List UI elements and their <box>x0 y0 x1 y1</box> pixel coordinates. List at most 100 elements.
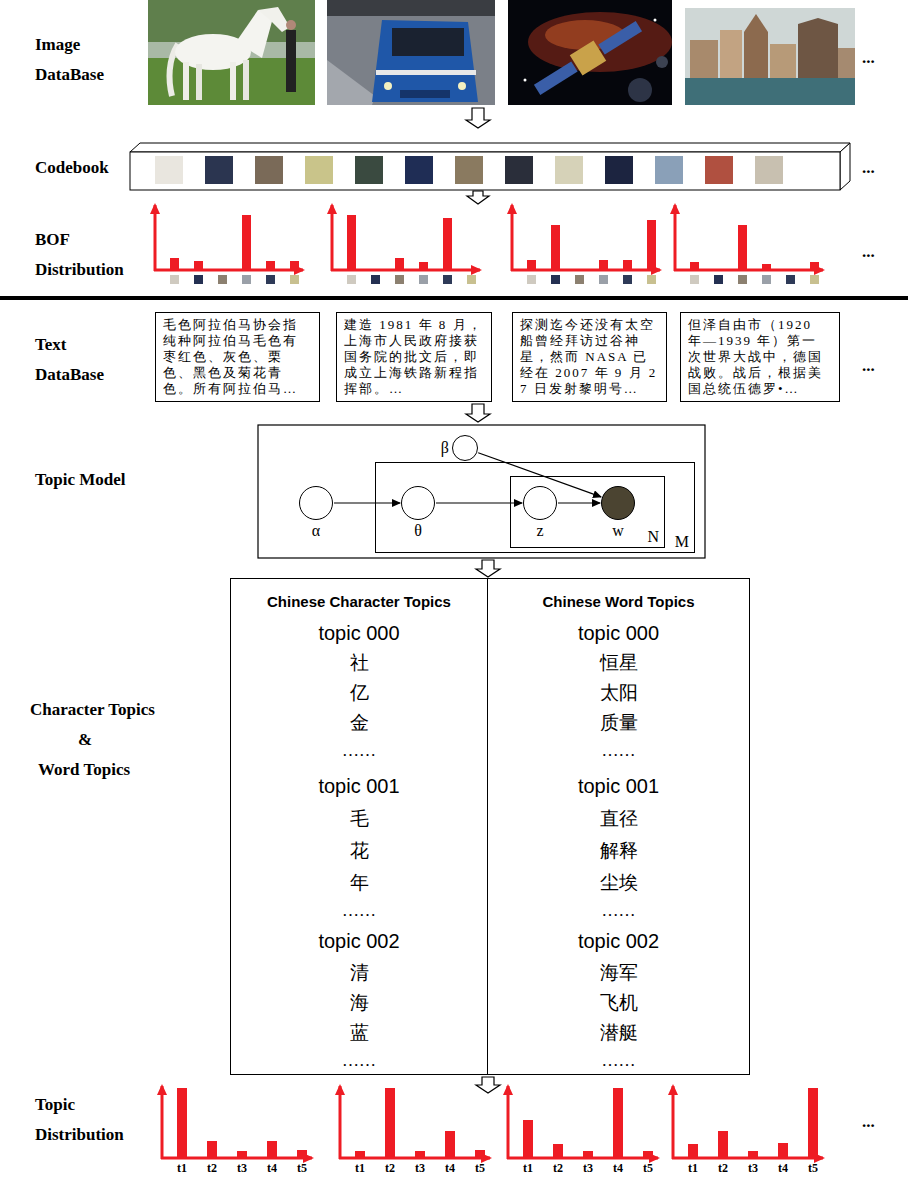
document-box: 但泽自由市（1920 年—1939 年）第一次世界大战中，德国战败。战后，根据美… <box>680 312 840 402</box>
satellite-body <box>598 21 642 54</box>
topic-entry: …… <box>488 741 749 761</box>
topic-entry: 尘埃 <box>488 870 749 896</box>
histogram-bar <box>688 1144 698 1158</box>
train-photo <box>327 0 495 105</box>
row-label: Word Topics <box>38 755 130 785</box>
codeword-icon <box>347 275 356 284</box>
topic-entry: …… <box>231 901 487 921</box>
topic-entry: 毛 <box>231 806 487 832</box>
codebook-strip <box>655 156 683 184</box>
train-photo <box>458 82 466 90</box>
topic-entry: 亿 <box>231 680 487 706</box>
variable-circle: w <box>601 486 635 520</box>
histogram-bar <box>748 1151 758 1158</box>
axis-tick-label: t5 <box>297 1161 307 1175</box>
axis-tick-label: t3 <box>748 1161 758 1175</box>
city-photo <box>685 8 855 105</box>
horse-photo <box>258 7 290 32</box>
document-box: 毛色阿拉伯马协会指纯种阿拉伯马毛色有枣红色、灰色、栗色、黑色及菊花青色。所有阿拉… <box>155 312 320 402</box>
axis-tick-label: t4 <box>778 1161 788 1175</box>
codebook-strip <box>455 156 483 184</box>
histogram-bar <box>551 225 560 270</box>
variable-circle: z <box>523 486 557 520</box>
train-photo <box>372 20 478 102</box>
codeword-icon <box>443 275 452 284</box>
topic-entry: …… <box>488 1051 749 1071</box>
histogram-bar <box>718 1131 728 1158</box>
codeword-icon <box>647 275 656 284</box>
histogram-bar <box>583 1151 593 1158</box>
histogram-bar <box>762 264 771 270</box>
city-photo <box>720 30 742 80</box>
histogram-bar <box>177 1088 187 1158</box>
city-photo <box>690 40 718 80</box>
axis-tick-label: t2 <box>385 1161 395 1175</box>
histogram-bar <box>527 260 536 270</box>
codeword-icon <box>786 275 795 284</box>
histogram-bar <box>297 1150 307 1158</box>
variable-label: z <box>536 522 543 540</box>
variable-label: w <box>612 522 624 540</box>
histogram-bar <box>475 1150 485 1158</box>
codebook-strip <box>130 152 840 190</box>
topic-entry: …… <box>231 741 487 761</box>
city-photo <box>770 44 796 80</box>
codeword-icon <box>194 275 203 284</box>
satellite-photo <box>628 78 652 102</box>
codeword-icon <box>551 275 560 284</box>
chart-axis <box>339 1086 342 1159</box>
topic-entry: 社 <box>231 650 487 676</box>
codebook-strip <box>355 156 383 184</box>
continuation-mark: ... <box>862 43 875 73</box>
codebook-strip <box>130 143 850 190</box>
variable-circle: α <box>299 486 333 520</box>
histogram-bar <box>170 258 179 270</box>
topic-column: Chinese Character Topicstopic 000社亿金……to… <box>230 578 488 1075</box>
variable-label: θ <box>414 522 422 540</box>
plate-box: MθNzw <box>375 462 695 553</box>
flow-arrow <box>476 1077 500 1093</box>
histogram-bar <box>194 261 203 270</box>
histogram-bar <box>445 1131 455 1158</box>
codeword-icon <box>575 275 584 284</box>
topic-entry: 太阳 <box>488 680 749 706</box>
chart-axis <box>161 1086 164 1159</box>
chart-axis <box>511 205 514 271</box>
plate-label: N <box>647 528 659 546</box>
topic-entry: 蓝 <box>231 1020 487 1046</box>
histogram-bar <box>810 262 819 270</box>
row-label: BOF Distribution <box>35 225 137 285</box>
codeword-icon <box>527 275 536 284</box>
topic-entry: topic 002 <box>488 930 749 953</box>
horse-photo <box>243 60 249 100</box>
flow-arrow <box>466 404 490 422</box>
codebook-strip <box>155 156 183 184</box>
axis-tick-label: t2 <box>207 1161 217 1175</box>
row-label: Image DataBase <box>35 30 137 90</box>
histogram-bar <box>613 1088 623 1158</box>
topic-entry: 飞机 <box>488 990 749 1016</box>
codeword-icon <box>467 275 476 284</box>
box-text: 建造 1981 年 8 月，上海市人民政府接获国务院的批文后，即成立上海铁路新程… <box>344 317 484 397</box>
city-photo <box>798 18 838 80</box>
topic-entry: topic 001 <box>231 775 487 798</box>
train-photo <box>384 82 392 90</box>
histogram-bar <box>738 225 747 270</box>
codeword-icon <box>623 275 632 284</box>
topic-entry: 海 <box>231 990 487 1016</box>
codeword-icon <box>419 275 428 284</box>
horse-photo <box>286 30 296 92</box>
codebook-strip <box>755 156 783 184</box>
codebook-strip <box>840 143 850 190</box>
box-text: 毛色阿拉伯马协会指纯种阿拉伯马毛色有枣红色、灰色、栗色、黑色及菊花青色。所有阿拉… <box>163 317 312 397</box>
row-label: Character Topics <box>30 695 155 725</box>
histogram-bar <box>347 215 356 270</box>
document-box: 探测迄今还没有太空船曾经拜访过谷神星，然而 NASA 已经在 2007 年 9 … <box>512 312 667 402</box>
topic-entry: 年 <box>231 870 487 896</box>
histogram-bar <box>647 220 656 270</box>
codeword-icon <box>690 275 699 284</box>
row-label: Codebook <box>35 153 109 183</box>
axis-tick-label: t3 <box>237 1161 247 1175</box>
column-header: Chinese Word Topics <box>488 593 749 610</box>
histogram-bar <box>415 1151 425 1158</box>
